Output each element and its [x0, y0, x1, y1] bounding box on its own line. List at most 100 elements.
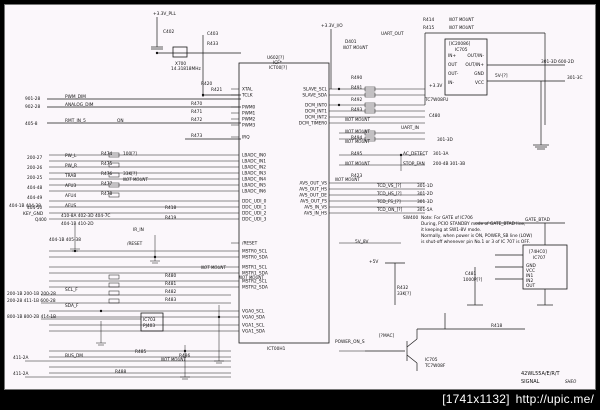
signal-afu3: AFU3 [65, 183, 77, 189]
left-wire-bundle [25, 51, 231, 380]
ic705-part: [IC20086] [449, 41, 471, 47]
not-mount-label: NOT MOUNT [335, 177, 360, 182]
signal-tcd-fs: TCD_FS_[?] [376, 199, 401, 205]
net-200-26: 200-26 [27, 165, 42, 171]
diode-d405: Q400 [35, 217, 47, 223]
net-404-50: 404-50 [27, 205, 42, 211]
nm-r414: NOT MOUNT [449, 25, 474, 30]
signal-trab: TRAB [64, 173, 76, 179]
signal-tcd-vs: TCD_VS_[?] [376, 183, 402, 189]
signal-5v-8v: 5V_8V [355, 239, 369, 245]
ic705-tc7w08: TC7W08FU [424, 97, 448, 103]
resistor-body [108, 192, 120, 198]
main-ic-right-pin-label: DCM_TIMER0 [299, 121, 327, 127]
ic707: GATE_BTAD [74HC0] IC707 GNDVCCIN1IN2OUT … [463, 217, 568, 306]
net-411-2a-a: 411-2A [13, 355, 28, 361]
main-ic-right-pin-label: SLAVE_SDA [302, 93, 327, 99]
res-r473: R473 [191, 133, 202, 139]
main-ic-left-pin-label: DDC_UDI_0 [242, 199, 267, 205]
main-ic-right-pin-label: AVS_OUT_VS [300, 181, 328, 187]
main-ic-left-pin-label: PWM2 [242, 117, 256, 123]
main-ic-left-pin-label: PWM0 [242, 105, 256, 111]
res-r488: R488 [115, 369, 126, 375]
net-404-1b-405-38: 404-1B 405-38 [49, 237, 81, 243]
ic705-pin-label: OUT [448, 62, 458, 68]
main-ic-left-pin-label: LBADC_IN4 [242, 177, 266, 183]
small-ic: IC703 PJ403 [140, 312, 164, 332]
res-r432: R432 [397, 285, 408, 291]
main-ic-left-pin-label: VGA1_SCL [242, 323, 265, 329]
net-800-1b: 800-1B 800-2B 414-1B [7, 314, 56, 320]
res-r476: R476 [101, 171, 112, 177]
schematic-diagram: U602[?] ICF* ICT00[?] ICT00H1 XTALTCLKPW… [7, 11, 583, 385]
main-ic-left-pin-label: LBADC_IN0 [242, 153, 266, 159]
res-r477: R477 [101, 181, 112, 187]
net-200-28-411: 200-28 411-1B 600-28 [7, 298, 56, 304]
main-ic-left-pin-label: PWM3 [242, 123, 256, 129]
resistor-body [108, 290, 120, 296]
main-ic-left-pin-label: PWM1 [242, 111, 256, 117]
res-r478: R478 [101, 191, 112, 197]
res-r420: R420 [201, 81, 212, 87]
main-ic-left-pin-label: IRQ [242, 135, 250, 141]
right-nets: +3.3V_I/O D401 NOT MOUNT R490 R491 R492 … [321, 23, 465, 345]
main-ic-part: ICF* [273, 60, 283, 66]
main-ic-right-pin-label: AVS_IN_VS [304, 205, 327, 211]
value-100: 100[?] [123, 151, 137, 157]
res-r494: R494 [351, 135, 362, 141]
net-301-1d: 301-1D [417, 183, 433, 189]
cap-c480: C481 [465, 271, 476, 277]
signal-afu4: AFU4 [65, 193, 77, 199]
crystal-freq: 14.31818MHz [171, 66, 201, 72]
res-r482: R482 [165, 289, 176, 295]
small-ic-part: PJ403 [143, 323, 155, 329]
main-ic-left-pin-label: LBADC_IN5 [242, 183, 266, 189]
value-33k: 33K[?] [123, 171, 137, 177]
main-ic-left-pin-label: VGA0_SDA [242, 315, 265, 321]
res-r418: R418 [165, 205, 176, 211]
note-line-2: During, PCIO STANDBY mode of GATE_BTAD l… [421, 221, 525, 227]
signal-reset: /RESET [127, 241, 143, 247]
resistor-body [108, 298, 120, 304]
not-mount-label: NOT MOUNT [239, 275, 264, 280]
net-301-3d-600: 301-3D 600-2D [541, 59, 575, 65]
main-ic-left-pin-label: MSTR1_SCL [242, 265, 268, 271]
not-mount-label: NOT MOUNT [161, 357, 186, 362]
power-label-33: +3.3V [429, 83, 442, 89]
nm-r495: NOT MOUNT [345, 161, 370, 166]
res-r421: R421 [211, 87, 222, 93]
cap-c406: C480 [429, 113, 440, 119]
ic705-pin-label: GND [474, 71, 485, 77]
ic707-pin-label: IN1 [526, 273, 533, 279]
main-ic-right-pin-label: AVS_OUT_DE [299, 193, 327, 199]
main-ic-left-pin-label: MSTR0_SDA [242, 255, 268, 261]
signal-5v-8v-b: +5V [369, 259, 378, 265]
junction-dot [155, 51, 159, 55]
ic705-pin-label: VCC [475, 80, 484, 86]
signal-power-on: POWER_ON_S [335, 339, 365, 345]
res-r495: R495 [351, 151, 362, 157]
title-model: 42WL55A/E/R/T [521, 371, 561, 377]
main-ic-left-pin-label: DDC_UDI_3 [242, 217, 267, 223]
nm-d400: NOT MOUNT [343, 45, 368, 50]
resistor-body [364, 130, 376, 136]
note-line-3: it keeping at SW1-8V mode. [421, 227, 481, 233]
main-ic-left-pin-label: LBADC_IN6 [242, 189, 266, 195]
res-r481: R481 [165, 281, 176, 287]
net-301-5a: 301-5A [417, 207, 432, 213]
res-r493: R493 [351, 107, 362, 113]
main-ic-left-pin-label: LBADC_IN3 [242, 171, 266, 177]
transistor-q413: +5V R432 33K[?] [?MAC] IC705 TC7W08F R41… [365, 259, 525, 371]
signal-tcd-hs: TCD_HS_[?] [376, 191, 402, 197]
junction-dot [73, 249, 77, 253]
net-902-28: 902-28 [25, 104, 40, 110]
res-r474: R474 [101, 151, 112, 157]
signal-analog-dim: ANALOG_DIM [65, 102, 94, 108]
resistor-body [364, 102, 376, 108]
value-33k-b: 33K[?] [397, 291, 411, 297]
signal-pw-l: PW_L [65, 153, 77, 159]
nm-r413: NOT MOUNT [449, 17, 474, 22]
